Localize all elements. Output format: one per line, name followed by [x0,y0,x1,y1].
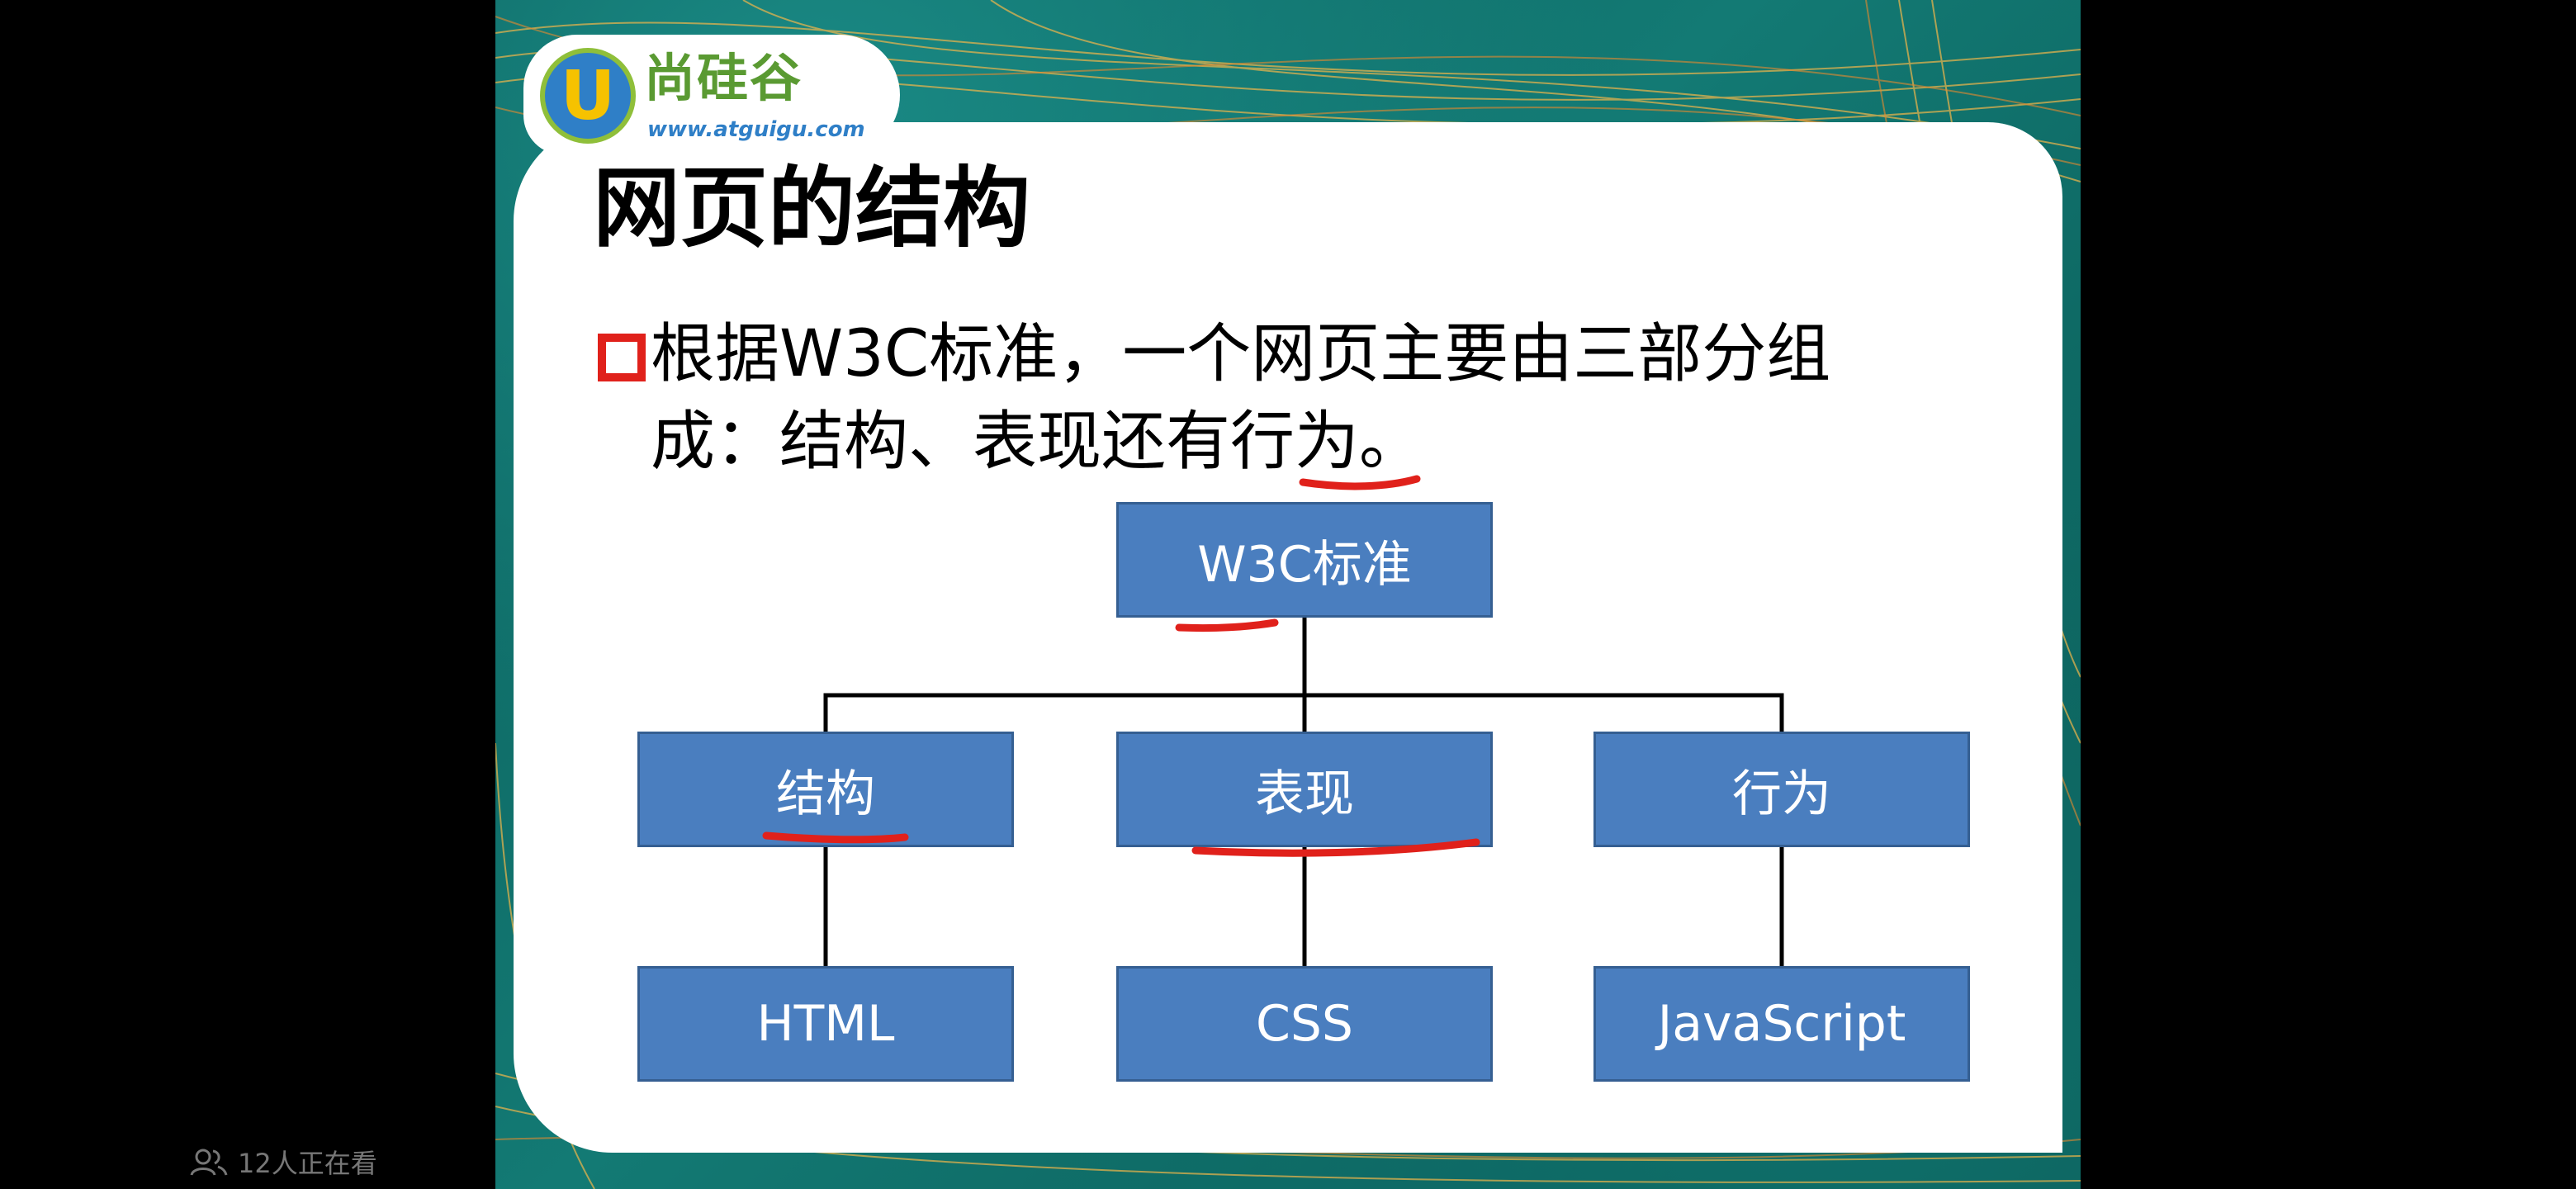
bullet-text-line-2: 成：结构、表现还有行为。 [651,405,1424,479]
logo-url: www.atguigu.com [647,117,865,142]
node-css: CSS [1116,966,1493,1082]
brand-logo: U 尚硅谷 www.atguigu.com [523,35,900,155]
slide-title: 网页的结构 [593,158,1030,259]
logo-mark-letter: U [560,56,616,135]
logo-name: 尚硅谷 [644,48,803,108]
square-bullet-icon [598,334,646,381]
node-w3c-standard: W3C标准 [1116,502,1493,618]
logo-mark-icon: U [540,48,636,144]
node-javascript: JavaScript [1593,966,1970,1082]
viewer-count-text: 12人正在看 [238,1148,377,1179]
viewer-count: 12人正在看 [190,1143,377,1181]
node-presentation: 表现 [1116,732,1493,847]
node-structure: 结构 [637,732,1014,847]
node-html: HTML [637,966,1014,1082]
bullet-text-line-1: 根据W3C标准，一个网页主要由三部分组 [651,317,1831,391]
diagram-connectors [823,615,1784,969]
node-behavior: 行为 [1593,732,1970,847]
slide: U 尚硅谷 www.atguigu.com 网页的结构 根据W3C标准，一个网页… [495,0,2081,1189]
viewers-icon [190,1149,228,1176]
